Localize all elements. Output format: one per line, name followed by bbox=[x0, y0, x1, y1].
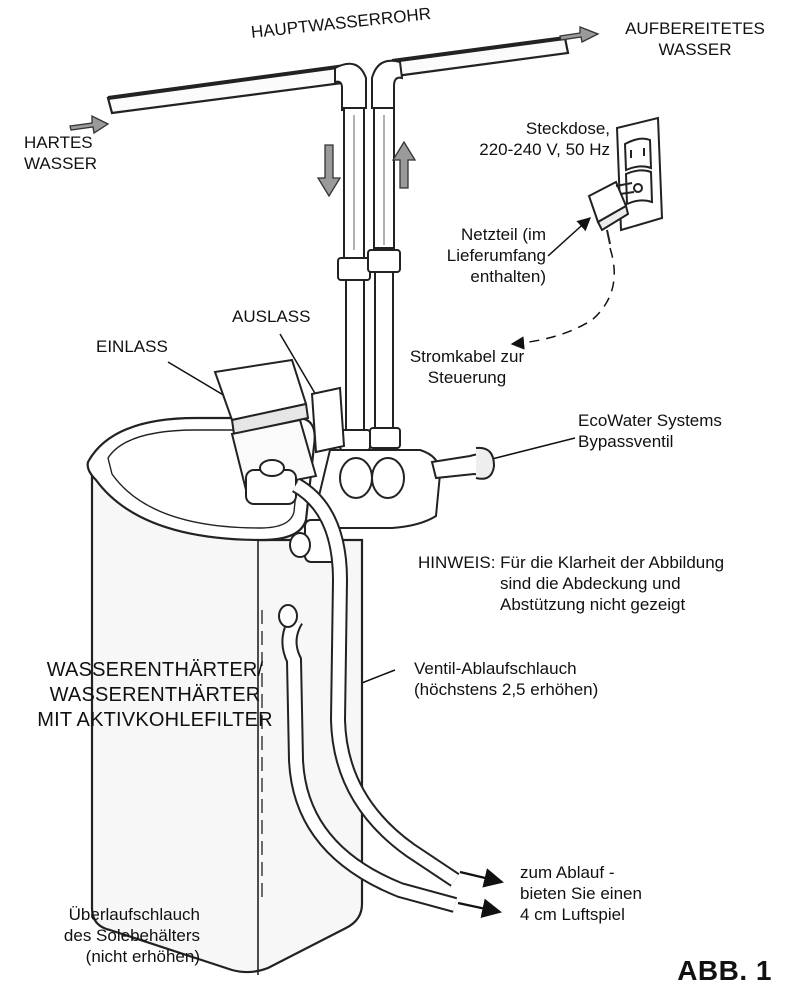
label-treated-water: AUFBEREITETES WASSER bbox=[606, 18, 784, 60]
label-hard-water-line2: WASSER bbox=[24, 154, 98, 173]
power-adapter bbox=[587, 180, 635, 245]
label-note-line1: HINWEIS: Für die Klarheit der Abbildung bbox=[418, 553, 725, 572]
label-bypass-valve: EcoWater Systems Bypassventil bbox=[578, 410, 722, 452]
label-overflow-hose: Überlaufschlauch des Solebehälters (nich… bbox=[40, 904, 200, 967]
arrow-hard-water-in bbox=[69, 114, 110, 135]
flow-arrows bbox=[69, 26, 600, 198]
drain-arrows bbox=[457, 868, 504, 918]
label-overflow-hose-line2: des Solebehälters bbox=[63, 926, 200, 945]
label-note-line3: Abstützung nicht gezeigt bbox=[500, 595, 686, 614]
leader-auslass bbox=[279, 333, 317, 396]
label-note-line2: sind die Abdeckung und bbox=[500, 574, 681, 593]
label-wall-outlet-line2: 220-240 V, 50 Hz bbox=[479, 140, 610, 159]
arrow-flow-up bbox=[391, 140, 417, 189]
label-softener-line2: WASSERENTHÄRTER bbox=[49, 684, 261, 706]
label-power-cable: Stromkabel zur Steuerung bbox=[386, 346, 548, 388]
label-drain-hose-line1: Ventil-Ablaufschlauch bbox=[414, 659, 577, 678]
label-power-cable-line2: Steuerung bbox=[427, 368, 507, 387]
label-auslass: AUSLASS bbox=[232, 307, 311, 326]
label-drain-airgap-line2: bieten Sie einen bbox=[520, 884, 642, 903]
label-power-adapter-line3: enthalten) bbox=[470, 267, 546, 286]
label-note: HINWEIS: Für die Klarheit der Abbildung … bbox=[418, 552, 724, 615]
leader-power-cable bbox=[510, 247, 616, 350]
label-power-cable-line1: Stromkabel zur bbox=[409, 347, 525, 366]
softener-tank bbox=[86, 416, 364, 975]
label-treated-water-line2: WASSER bbox=[658, 40, 732, 59]
label-drain-hose: Ventil-Ablaufschlauch (höchstens 2,5 erh… bbox=[414, 658, 598, 700]
label-bypass-valve-line1: EcoWater Systems bbox=[578, 411, 722, 430]
leader-adapter bbox=[547, 217, 592, 257]
bypass-valve bbox=[289, 446, 496, 563]
label-bypass-valve-line2: Bypassventil bbox=[578, 432, 674, 451]
label-softener-line1: WASSERENTHÄRTER/ bbox=[46, 659, 264, 681]
pipe-elbows bbox=[334, 59, 404, 112]
label-drain-airgap-line3: 4 cm Luftspiel bbox=[520, 905, 625, 924]
arrow-flow-down bbox=[316, 144, 342, 198]
arrow-treated-water-out bbox=[559, 26, 600, 43]
label-softener-line3: MIT AKTIVKOHLEFILTER bbox=[37, 709, 273, 731]
label-treated-water-line1: AUFBEREITETES bbox=[625, 19, 765, 38]
label-overflow-hose-line1: Überlaufschlauch bbox=[68, 905, 200, 924]
wall-outlet bbox=[615, 116, 664, 232]
label-wall-outlet: Steckdose, 220-240 V, 50 Hz bbox=[440, 118, 610, 160]
figure-label: ABB. 1 bbox=[677, 955, 772, 986]
control-valve bbox=[213, 358, 346, 505]
label-power-adapter-line2: Lieferumfang bbox=[446, 246, 546, 265]
label-wall-outlet-line1: Steckdose, bbox=[525, 119, 610, 138]
leader-bypass bbox=[487, 437, 576, 461]
label-power-adapter-line1: Netzteil (im bbox=[460, 225, 546, 244]
main-water-pipe bbox=[106, 36, 570, 115]
label-softener: WASSERENTHÄRTER/ WASSERENTHÄRTER MIT AKT… bbox=[22, 658, 288, 733]
label-overflow-hose-line3: (nicht erhöhen) bbox=[85, 947, 200, 966]
label-drain-airgap-line1: zum Ablauf - bbox=[520, 863, 615, 882]
label-power-adapter: Netzteil (im Lieferumfang enthalten) bbox=[420, 224, 546, 287]
label-einlass: EINLASS bbox=[96, 337, 168, 356]
drain-hoses bbox=[278, 478, 460, 913]
label-drain-airgap: zum Ablauf - bieten Sie einen 4 cm Lufts… bbox=[520, 862, 642, 925]
label-drain-hose-line2: (höchstens 2,5 erhöhen) bbox=[414, 680, 599, 699]
label-hard-water: HARTES WASSER bbox=[24, 132, 97, 174]
vertical-pipes bbox=[337, 107, 401, 451]
label-hard-water-line1: HARTES bbox=[24, 133, 93, 152]
